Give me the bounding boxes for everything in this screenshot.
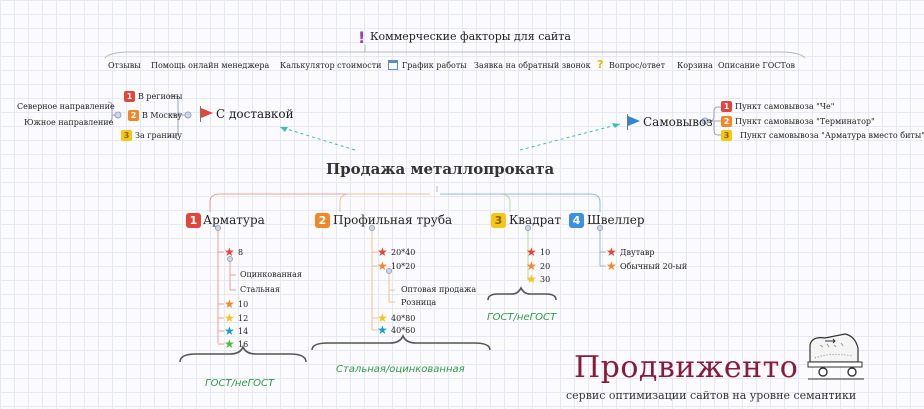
green-star-icon: ★ [224, 337, 235, 351]
badge-1: 1 [124, 91, 135, 102]
brace-label-steel: Стальная/оцинкованная [336, 364, 465, 375]
brace-label-gost-1: ГОСТ/неГОСТ [205, 378, 275, 389]
category-item: 12 [238, 314, 249, 323]
delivery-item-regions: В регионы [138, 92, 183, 101]
yellow-star-icon: ★ [526, 272, 537, 286]
top-item-calculator: Калькулятор стоимости [280, 61, 382, 70]
pickup-item-che: Пункт самовывоза "Че" [735, 102, 835, 111]
top-item-schedule: График работы [402, 61, 467, 70]
brand-tagline: сервис оптимизации сайтов на уровне сема… [566, 389, 857, 402]
delivery-sub-north: Северное направление [17, 102, 115, 111]
calendar-icon [388, 60, 398, 70]
category-item: 20 [540, 262, 551, 271]
pickup-item-armatura: Пункт самовывоза "Арматура вместо биты" [740, 131, 924, 140]
delivery-item-abroad: За границу [135, 131, 182, 140]
top-item-cart: Корзина [677, 61, 713, 70]
category-item: 10*20 [391, 262, 416, 271]
category-item: 40*80 [391, 314, 416, 323]
top-title: Коммерческие факторы для сайта [370, 30, 571, 43]
category-item: 16 [238, 340, 249, 349]
category-item: Розница [401, 298, 437, 307]
red-star-icon: ★ [377, 245, 388, 259]
category-item: Обычный 20-ый [620, 262, 688, 271]
category-badge-4: 4 [569, 213, 584, 228]
brace-label-gost-2: ГОСТ/неГОСТ [487, 312, 557, 323]
top-item-faq: Вопрос/ответ [609, 61, 666, 70]
brand-name: Продвиженто [574, 350, 799, 385]
delivery-title: С доставкой [216, 107, 294, 121]
category-item: Оптовая продажа [401, 285, 477, 294]
category-title-profile-pipe: Профильная труба [333, 213, 453, 227]
category-title-channel: Швеллер [587, 213, 645, 227]
badge-3: 3 [121, 130, 132, 141]
orange-star-icon: ★ [526, 259, 537, 273]
red-star-icon: ★ [224, 245, 235, 259]
category-item: Оцинкованная [240, 270, 302, 279]
yellow-star-icon: ★ [377, 311, 388, 325]
category-badge-2: 2 [315, 213, 330, 228]
badge-1: 1 [721, 101, 732, 112]
category-item: 30 [540, 275, 551, 284]
top-item-reviews: Отзывы [108, 61, 141, 70]
category-item: 10 [540, 248, 551, 257]
category-item: Двутавр [620, 248, 655, 257]
top-item-gost: Описание ГОСТов [718, 61, 796, 70]
category-item: Стальная [240, 285, 280, 294]
red-star-icon: ★ [526, 245, 537, 259]
top-item-callback: Заявка на обратный звонок [474, 61, 591, 70]
category-item: 14 [238, 327, 249, 336]
yellow-star-icon: ★ [224, 311, 235, 325]
delivery-item-moscow: В Москву [142, 111, 183, 120]
pickup-title: Самовывоз [643, 115, 713, 129]
badge-2: 2 [721, 116, 732, 127]
top-item-online-help: Помощь онлайн менеджера [151, 61, 270, 70]
category-item: 8 [238, 248, 244, 257]
category-item: 40*60 [391, 326, 416, 335]
blue-flag-icon [628, 116, 640, 126]
blue-star-icon: ★ [224, 324, 235, 338]
category-badge-1: 1 [186, 213, 201, 228]
category-title-square: Квадрат [509, 213, 562, 227]
flag-pole-blue [627, 114, 628, 130]
orange-star-icon: ★ [606, 259, 617, 273]
category-badge-3: 3 [491, 213, 506, 228]
red-star-icon: ★ [606, 245, 617, 259]
category-item: 10 [238, 300, 249, 309]
delivery-sub-south: Южное направление [24, 118, 114, 127]
badge-3: 3 [721, 130, 732, 141]
flag-pole [200, 106, 201, 122]
orange-star-icon: ★ [377, 259, 388, 273]
category-title-armatura: Арматура [203, 213, 265, 227]
blue-star-icon: ★ [377, 323, 388, 337]
badge-2: 2 [128, 110, 139, 121]
question-icon: ? [597, 58, 604, 71]
orange-star-icon: ★ [224, 297, 235, 311]
red-flag-icon [201, 108, 213, 118]
center-title: Продажа металлопроката [326, 160, 555, 178]
category-item: 20*40 [391, 248, 416, 257]
pickup-item-terminator: Пункт самовывоза "Терминатор" [735, 117, 875, 126]
exclamation-icon: ! [358, 28, 366, 47]
